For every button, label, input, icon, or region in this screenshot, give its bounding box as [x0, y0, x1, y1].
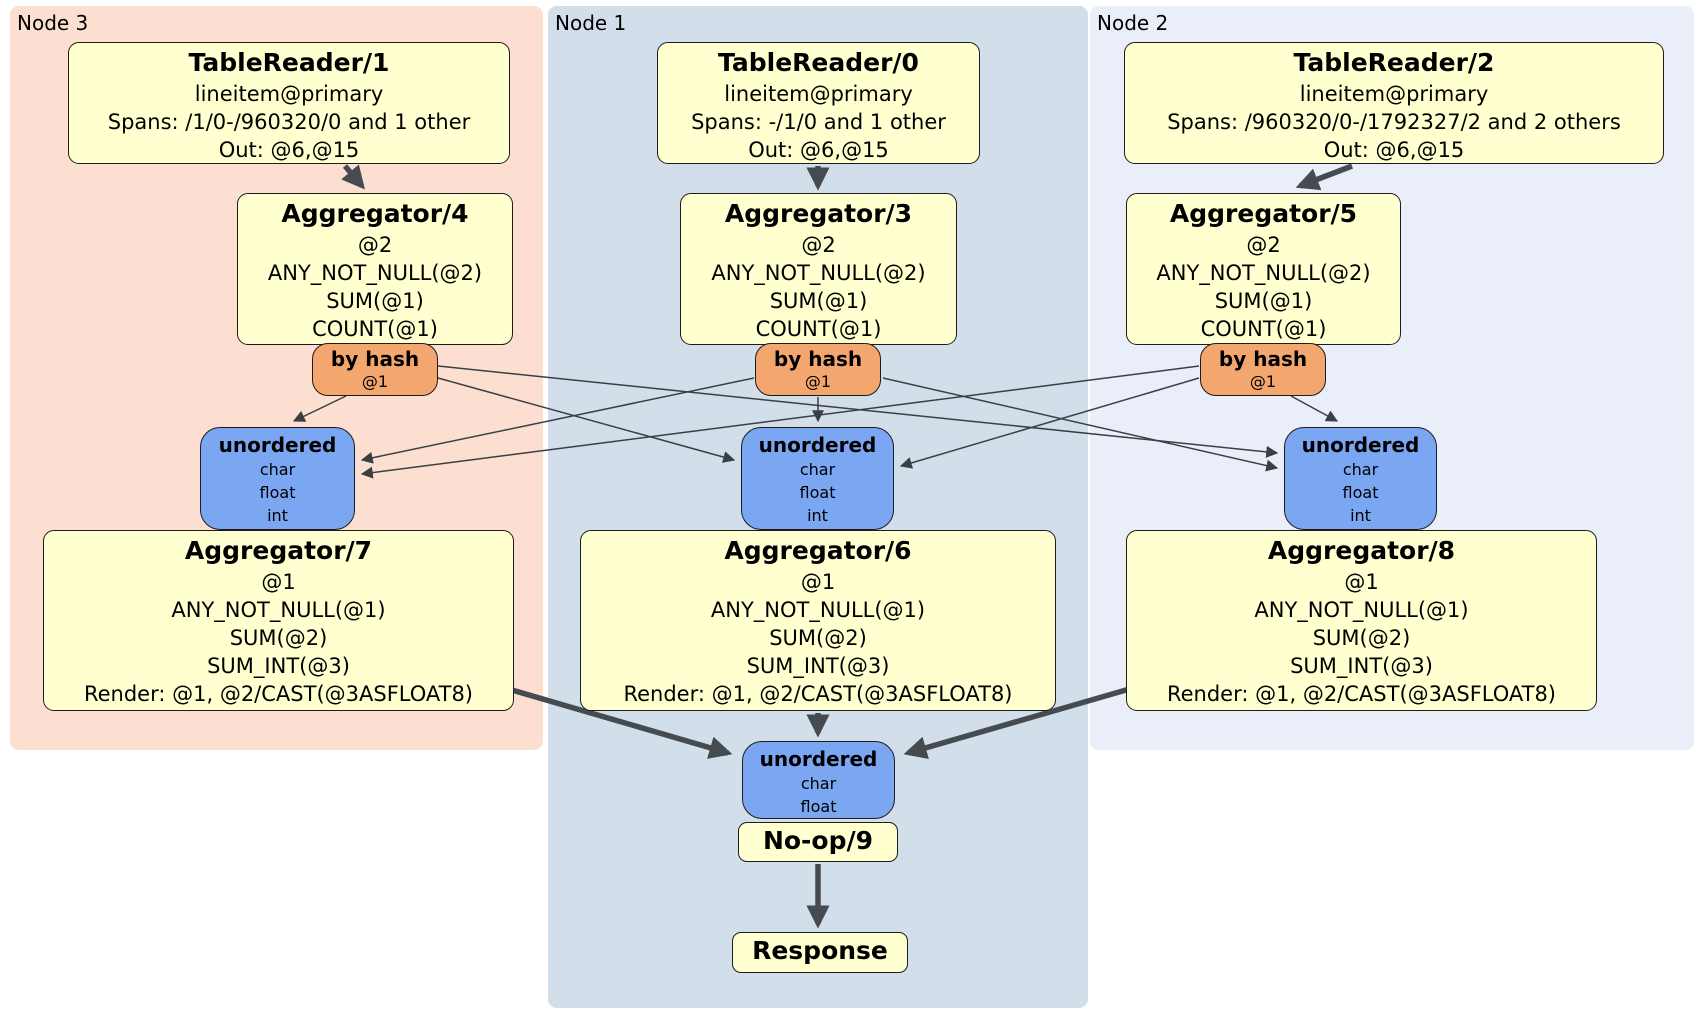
node1-label: Node 1	[555, 11, 627, 35]
sync-unordered-node3: unordered char float int	[200, 427, 355, 530]
processor-title: Aggregator/4	[281, 199, 469, 228]
processor-title: TableReader/2	[1293, 48, 1495, 77]
processor-line: ANY_NOT_NULL(@1)	[171, 598, 386, 622]
router-title: by hash	[773, 347, 863, 371]
router-detail: @1	[804, 372, 832, 391]
processor-title: Aggregator/5	[1169, 199, 1358, 228]
processor-line: SUM(@2)	[769, 626, 867, 650]
sync-unordered-node1: unordered char float int	[741, 427, 894, 530]
sync-type: int	[267, 506, 288, 525]
processor-line: SUM(@1)	[769, 289, 868, 313]
processor-line: @2	[1246, 233, 1281, 257]
processor-line: Out: @6,@15	[1323, 138, 1465, 162]
sync-type: float	[1342, 483, 1379, 502]
processor-line: Render: @1, @2/CAST(@3ASFLOAT8)	[1166, 682, 1557, 706]
processor-line: Spans: /1/0-/960320/0 and 1 other	[107, 110, 471, 134]
processor-tablereader-1: TableReader/1 lineitem@primary Spans: /1…	[68, 42, 510, 164]
processor-line: ANY_NOT_NULL(@1)	[710, 598, 926, 622]
processor-line: @1	[800, 570, 836, 594]
processor-line: lineitem@primary	[724, 82, 913, 106]
processor-title: Aggregator/8	[1267, 536, 1456, 565]
processor-aggregator-6: Aggregator/6 @1 ANY_NOT_NULL(@1) SUM(@2)…	[580, 530, 1056, 711]
processor-aggregator-5: Aggregator/5 @2 ANY_NOT_NULL(@2) SUM(@1)…	[1126, 193, 1401, 345]
processor-title: Aggregator/6	[724, 536, 912, 565]
processor-line: COUNT(@1)	[1200, 317, 1327, 341]
processor-tablereader-2: TableReader/2 lineitem@primary Spans: /9…	[1124, 42, 1664, 164]
processor-aggregator-7: Aggregator/7 @1 ANY_NOT_NULL(@1) SUM(@2)…	[43, 530, 514, 711]
processor-noop-9: No-op/9	[738, 822, 898, 862]
processor-line: SUM(@2)	[1312, 626, 1411, 650]
processor-line: Spans: /960320/0-/1792327/2 and 2 others	[1167, 110, 1621, 134]
processor-line: Out: @6,@15	[218, 138, 360, 162]
processor-title: Aggregator/3	[724, 199, 913, 228]
processor-line: Spans: -/1/0 and 1 other	[691, 110, 946, 134]
processor-line: ANY_NOT_NULL(@2)	[711, 261, 926, 285]
processor-response: Response	[732, 932, 908, 973]
sync-type: char	[799, 460, 836, 479]
processor-line: Render: @1, @2/CAST(@3ASFLOAT8)	[83, 682, 474, 706]
processor-title: Aggregator/7	[184, 536, 373, 565]
processor-title: TableReader/0	[718, 48, 919, 77]
sync-unordered-final: unordered char float	[742, 741, 895, 819]
processor-line: Render: @1, @2/CAST(@3ASFLOAT8)	[623, 682, 1013, 706]
sync-type: int	[807, 506, 828, 525]
processor-line: lineitem@primary	[194, 82, 384, 106]
sync-title: unordered	[759, 747, 878, 771]
processor-line: COUNT(@1)	[312, 317, 438, 341]
router-title: by hash	[1218, 347, 1308, 371]
router-detail: @1	[361, 372, 389, 391]
sync-title: unordered	[758, 433, 877, 457]
router-detail: @1	[1249, 372, 1277, 391]
sync-type: char	[1342, 460, 1379, 479]
processor-title: TableReader/1	[188, 48, 390, 77]
processor-line: ANY_NOT_NULL(@1)	[1254, 598, 1469, 622]
processor-line: @1	[261, 570, 296, 594]
sync-title: unordered	[1301, 433, 1420, 457]
processor-line: SUM(@2)	[229, 626, 328, 650]
processor-aggregator-4: Aggregator/4 @2 ANY_NOT_NULL(@2) SUM(@1)…	[237, 193, 513, 345]
sync-title: unordered	[218, 433, 337, 457]
processor-line: SUM(@1)	[326, 289, 424, 313]
router-by-hash-5: by hash @1	[1200, 343, 1326, 396]
processor-line: ANY_NOT_NULL(@2)	[267, 261, 483, 285]
processor-line: @1	[1344, 570, 1379, 594]
sync-type: float	[800, 797, 837, 816]
sync-type: char	[800, 774, 837, 793]
processor-line: @2	[357, 233, 393, 257]
processor-aggregator-8: Aggregator/8 @1 ANY_NOT_NULL(@1) SUM(@2)…	[1126, 530, 1597, 711]
sync-type: float	[799, 483, 836, 502]
router-by-hash-3: by hash @1	[755, 343, 881, 396]
node3-label: Node 3	[17, 11, 89, 35]
processor-line: ANY_NOT_NULL(@2)	[1156, 261, 1371, 285]
processor-line: @2	[801, 233, 836, 257]
processor-tablereader-0: TableReader/0 lineitem@primary Spans: -/…	[657, 42, 980, 164]
node2-label: Node 2	[1097, 11, 1169, 35]
sync-unordered-node2: unordered char float int	[1284, 427, 1437, 530]
processor-aggregator-3: Aggregator/3 @2 ANY_NOT_NULL(@2) SUM(@1)…	[680, 193, 957, 345]
sync-type: char	[259, 460, 296, 479]
processor-line: SUM_INT(@3)	[1290, 654, 1433, 678]
processor-title: Response	[752, 936, 888, 965]
processor-line: SUM_INT(@3)	[746, 654, 890, 678]
processor-title: No-op/9	[762, 826, 874, 855]
processor-line: SUM(@1)	[1214, 289, 1313, 313]
sync-type: float	[259, 483, 296, 502]
router-title: by hash	[330, 347, 420, 371]
processor-line: Out: @6,@15	[748, 138, 889, 162]
router-by-hash-4: by hash @1	[312, 343, 438, 396]
processor-line: SUM_INT(@3)	[207, 654, 350, 678]
processor-line: lineitem@primary	[1299, 82, 1489, 106]
sync-type: int	[1350, 506, 1371, 525]
processor-line: COUNT(@1)	[755, 317, 882, 341]
